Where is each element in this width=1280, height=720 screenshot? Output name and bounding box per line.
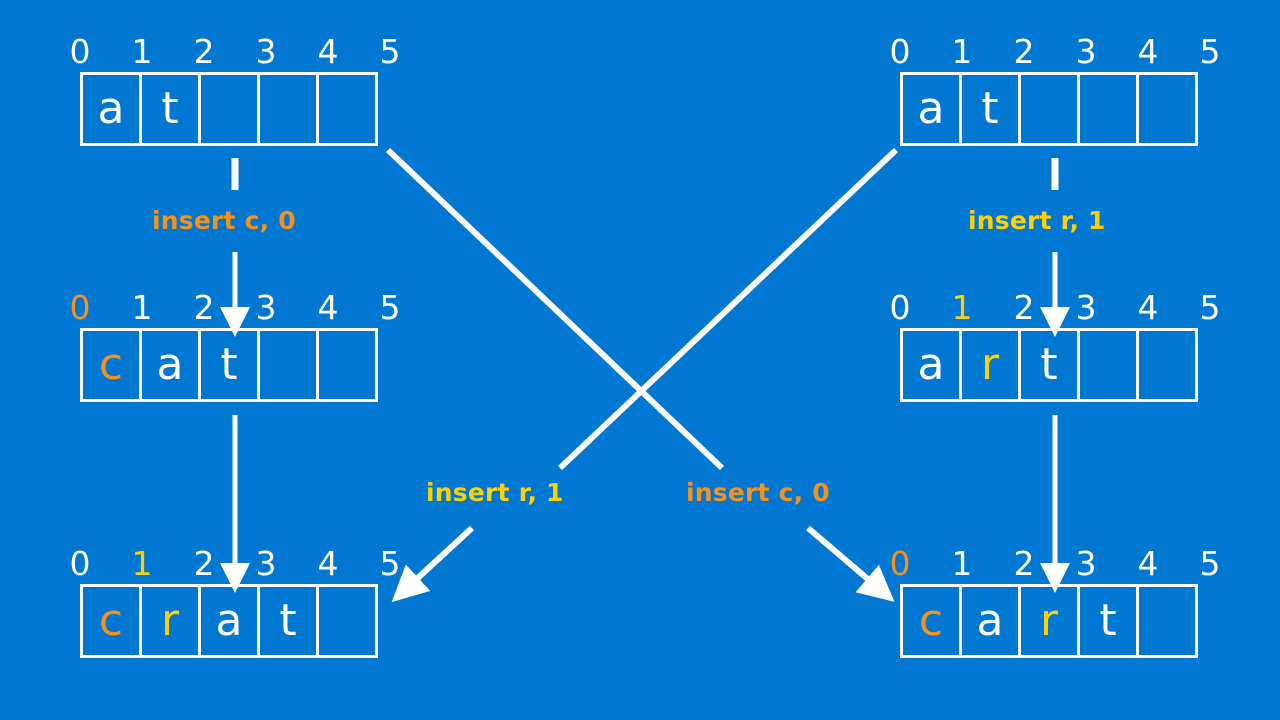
array-cell[interactable] bbox=[1021, 75, 1080, 143]
index-label-5: 5 bbox=[1199, 32, 1221, 71]
connector-top-right-to-cross-insert-c-0 bbox=[557, 147, 899, 471]
index-label-1: 1 bbox=[951, 288, 973, 327]
index-label-0: 0 bbox=[69, 32, 91, 71]
connector-top-left-to-cross-insert-r-1 bbox=[385, 147, 725, 471]
array-cell[interactable] bbox=[260, 75, 319, 143]
index-label-5: 5 bbox=[379, 544, 401, 583]
index-row: 0 1 2 3 4 5 bbox=[890, 32, 1221, 72]
array-cell[interactable]: r bbox=[962, 331, 1021, 399]
array-top-left: 0 1 2 3 4 5 a t bbox=[70, 32, 401, 146]
index-label-1: 1 bbox=[131, 32, 153, 71]
operation-label-insert-r-1-cross: insert r, 1 bbox=[426, 478, 564, 507]
index-label-0: 0 bbox=[889, 288, 911, 327]
index-label-3: 3 bbox=[255, 544, 277, 583]
index-label-0: 0 bbox=[69, 544, 91, 583]
index-label-0: 0 bbox=[889, 32, 911, 71]
array-cell[interactable] bbox=[260, 331, 319, 399]
array-cell[interactable] bbox=[1139, 331, 1195, 399]
index-row: 0 1 2 3 4 5 bbox=[70, 288, 401, 328]
array-cell[interactable] bbox=[1080, 75, 1139, 143]
index-label-0: 0 bbox=[69, 288, 91, 327]
index-label-3: 3 bbox=[1075, 32, 1097, 71]
index-label-5: 5 bbox=[1199, 544, 1221, 583]
index-label-5: 5 bbox=[379, 288, 401, 327]
array-cell[interactable]: c bbox=[903, 587, 962, 655]
array-cell[interactable]: r bbox=[142, 587, 201, 655]
array-cell[interactable]: a bbox=[142, 331, 201, 399]
array-cell[interactable]: a bbox=[201, 587, 260, 655]
index-label-2: 2 bbox=[193, 32, 215, 71]
index-label-1: 1 bbox=[951, 32, 973, 71]
array-cell[interactable]: c bbox=[83, 331, 142, 399]
index-label-3: 3 bbox=[255, 288, 277, 327]
index-label-0: 0 bbox=[889, 544, 911, 583]
array-cell[interactable] bbox=[319, 331, 375, 399]
array-cell[interactable]: a bbox=[962, 587, 1021, 655]
index-label-2: 2 bbox=[1013, 32, 1035, 71]
array-cell[interactable]: t bbox=[201, 331, 260, 399]
index-label-1: 1 bbox=[131, 544, 153, 583]
array-mid-right: 0 1 2 3 4 5 a r t bbox=[890, 288, 1221, 402]
index-label-3: 3 bbox=[255, 32, 277, 71]
array-cell[interactable]: a bbox=[903, 331, 962, 399]
arrow-cross-insert-r-1-to-bottom-left bbox=[391, 525, 475, 603]
index-label-4: 4 bbox=[317, 32, 339, 71]
index-label-3: 3 bbox=[1075, 288, 1097, 327]
array-cell[interactable]: t bbox=[1021, 331, 1080, 399]
index-label-1: 1 bbox=[951, 544, 973, 583]
array-cell[interactable] bbox=[1139, 75, 1195, 143]
array-cell[interactable] bbox=[319, 75, 375, 143]
index-label-3: 3 bbox=[1075, 544, 1097, 583]
array-cell[interactable] bbox=[319, 587, 375, 655]
index-row: 0 1 2 3 4 5 bbox=[70, 32, 401, 72]
arrow-cross-insert-c-0-to-bottom-right bbox=[806, 525, 895, 602]
array-cell[interactable]: t bbox=[142, 75, 201, 143]
index-label-2: 2 bbox=[1013, 288, 1035, 327]
array-top-right: 0 1 2 3 4 5 a t bbox=[890, 32, 1221, 146]
array-mid-left: 0 1 2 3 4 5 c a t bbox=[70, 288, 401, 402]
array-cell[interactable] bbox=[1139, 587, 1195, 655]
operation-label-insert-c-0-cross: insert c, 0 bbox=[686, 478, 830, 507]
index-label-4: 4 bbox=[1137, 32, 1159, 71]
array-cell[interactable]: t bbox=[1080, 587, 1139, 655]
array-cells: a r t bbox=[900, 328, 1198, 402]
array-cell[interactable]: r bbox=[1021, 587, 1080, 655]
operation-label-insert-r-1-top-right: insert r, 1 bbox=[968, 206, 1106, 235]
index-label-4: 4 bbox=[317, 544, 339, 583]
index-label-2: 2 bbox=[193, 288, 215, 327]
index-label-5: 5 bbox=[1199, 288, 1221, 327]
index-label-4: 4 bbox=[317, 288, 339, 327]
operation-label-insert-c-0-top-left: insert c, 0 bbox=[152, 206, 296, 235]
index-label-4: 4 bbox=[1137, 288, 1159, 327]
array-bottom-right: 0 1 2 3 4 5 c a r t bbox=[890, 544, 1221, 658]
array-cells: c r a t bbox=[80, 584, 378, 658]
array-cells: c a r t bbox=[900, 584, 1198, 658]
index-label-2: 2 bbox=[1013, 544, 1035, 583]
array-cell[interactable]: a bbox=[83, 75, 142, 143]
array-cells: c a t bbox=[80, 328, 378, 402]
index-label-2: 2 bbox=[193, 544, 215, 583]
array-bottom-left: 0 1 2 3 4 5 c r a t bbox=[70, 544, 401, 658]
array-cell[interactable]: t bbox=[962, 75, 1021, 143]
array-cell[interactable]: c bbox=[83, 587, 142, 655]
index-label-4: 4 bbox=[1137, 544, 1159, 583]
index-row: 0 1 2 3 4 5 bbox=[890, 288, 1221, 328]
array-cells: a t bbox=[900, 72, 1198, 146]
index-label-1: 1 bbox=[131, 288, 153, 327]
array-cell[interactable] bbox=[201, 75, 260, 143]
array-cell[interactable] bbox=[1080, 331, 1139, 399]
index-row: 0 1 2 3 4 5 bbox=[70, 544, 401, 584]
array-cell[interactable]: a bbox=[903, 75, 962, 143]
array-cells: a t bbox=[80, 72, 378, 146]
index-label-5: 5 bbox=[379, 32, 401, 71]
array-cell[interactable]: t bbox=[260, 587, 319, 655]
index-row: 0 1 2 3 4 5 bbox=[890, 544, 1221, 584]
